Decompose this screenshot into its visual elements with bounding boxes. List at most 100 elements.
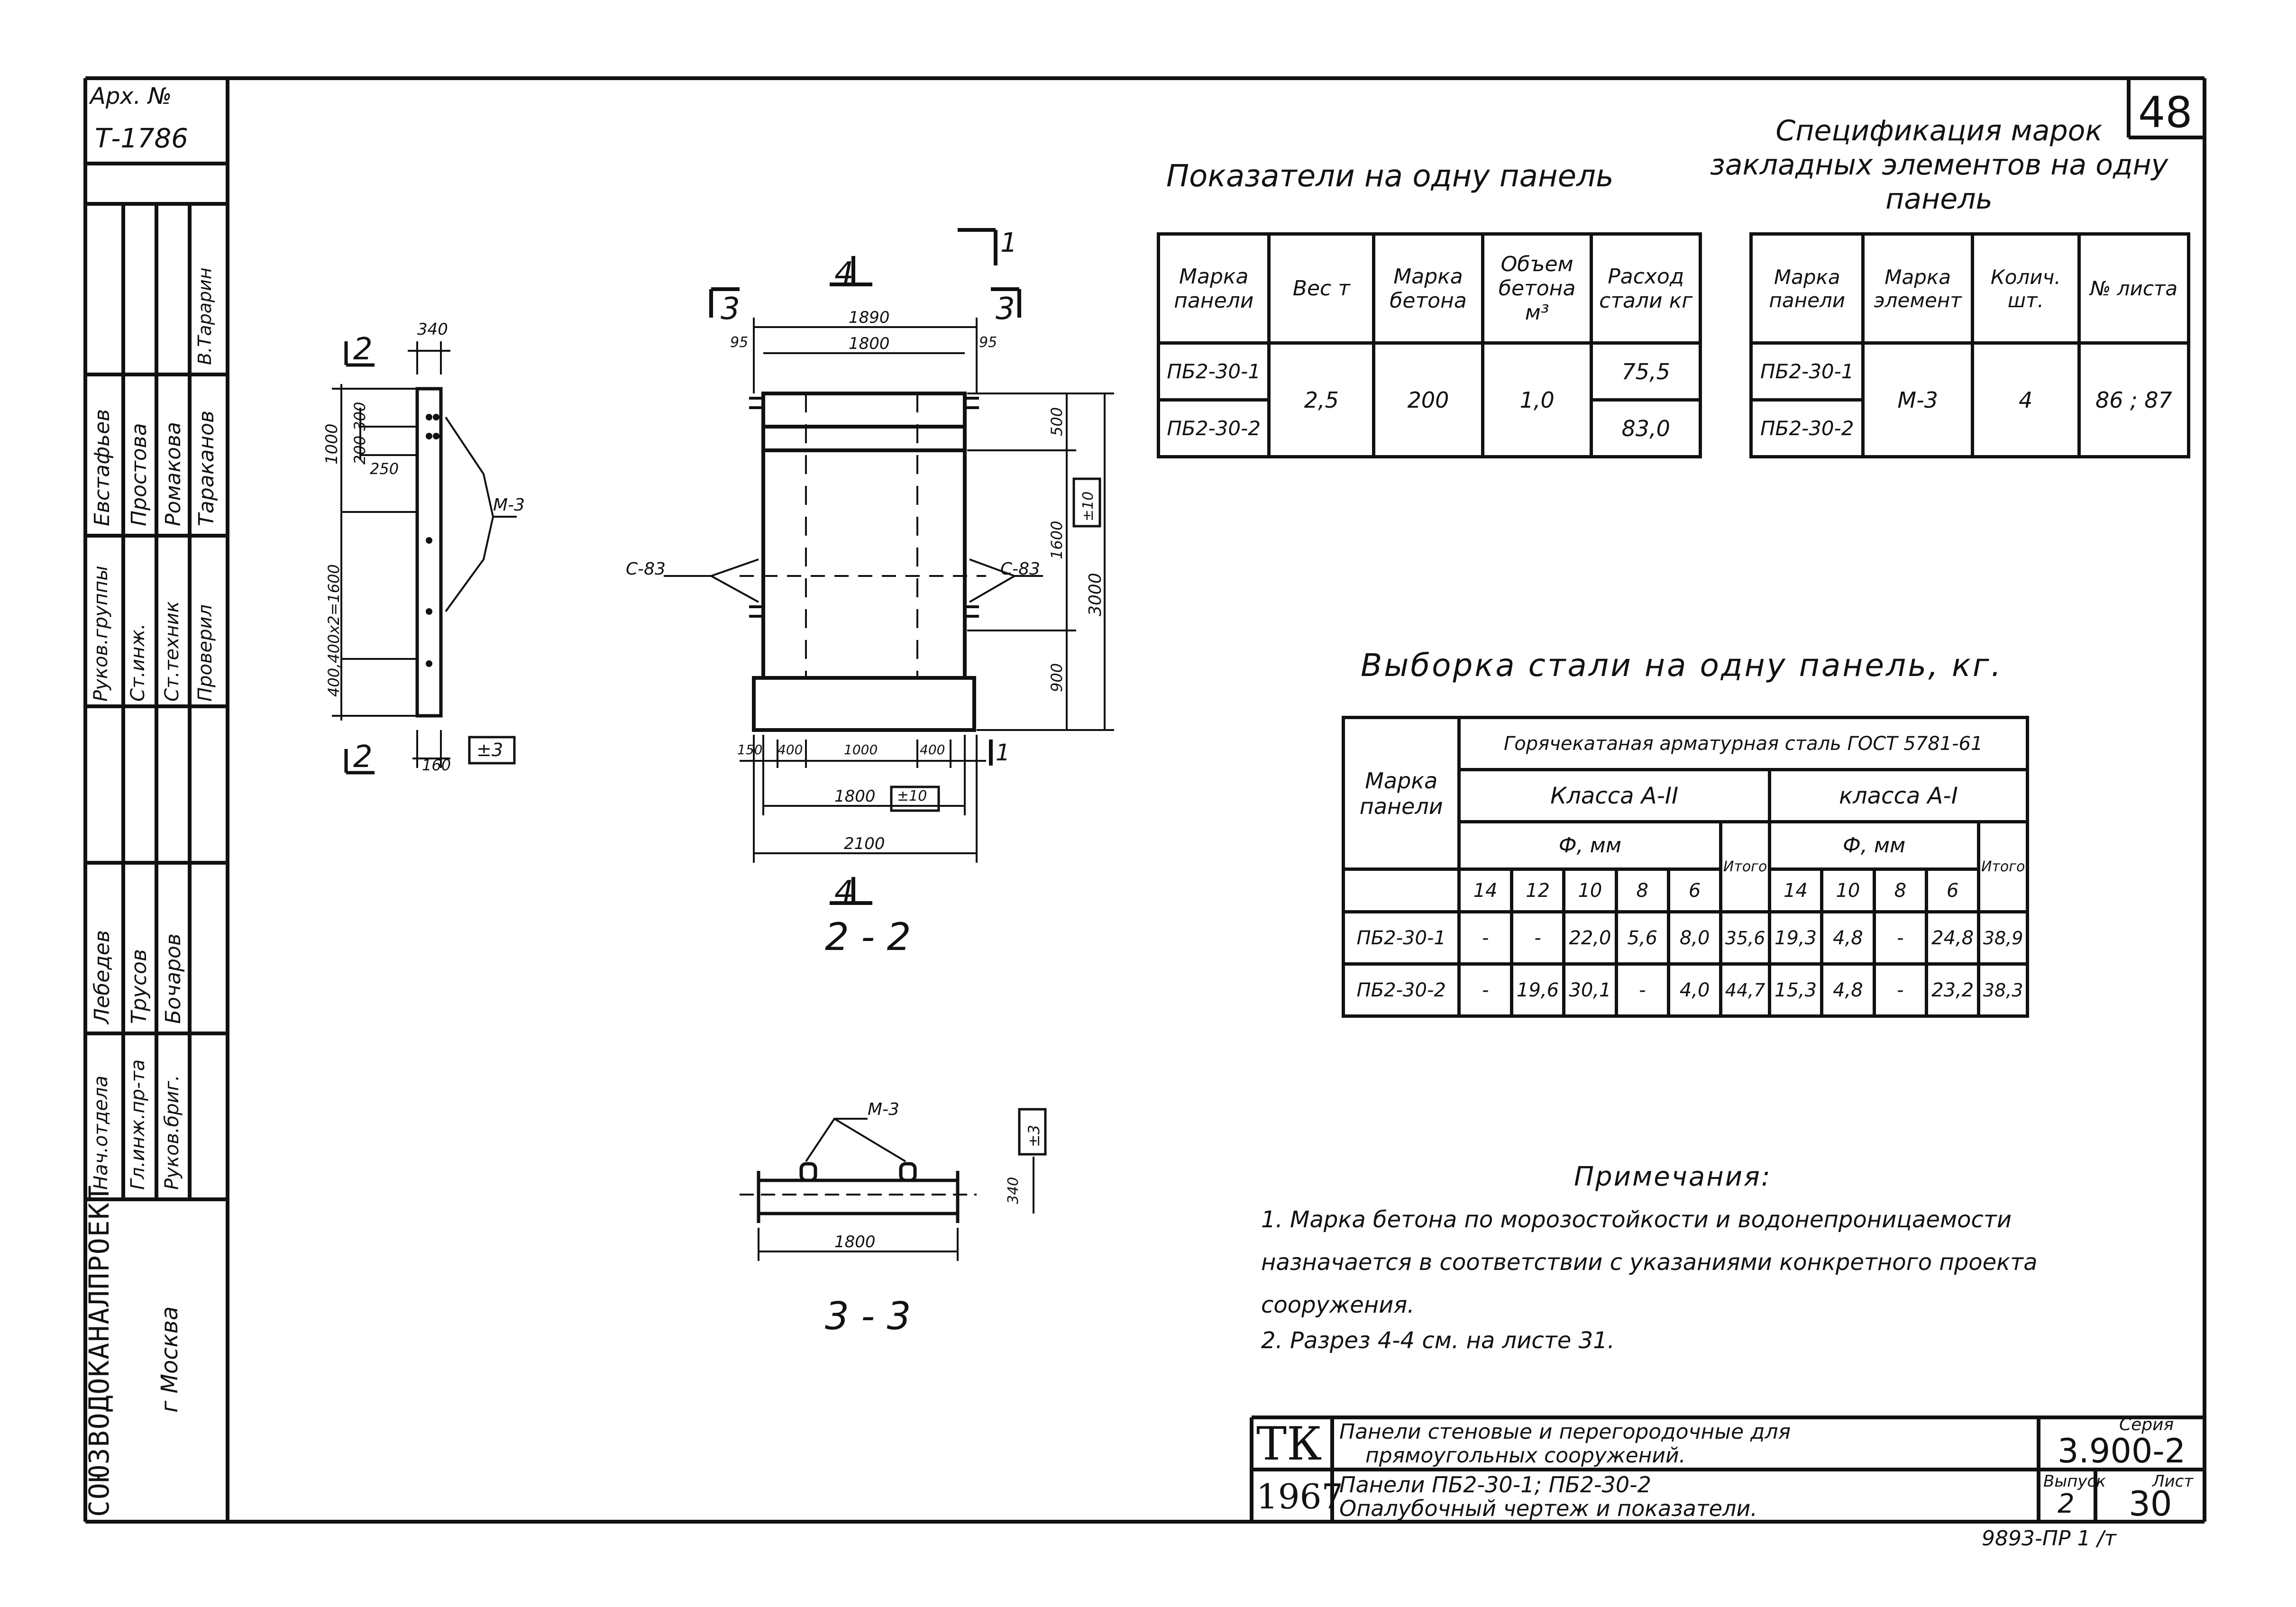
col-header: Объем бетона м³: [1481, 232, 1593, 345]
diameter-cell: 14: [1457, 867, 1513, 913]
note-line: назначается в соответствии с указаниями …: [1261, 1249, 2038, 1276]
table-cell: 1,0: [1481, 341, 1593, 458]
cut-mark-2: 2: [353, 332, 373, 367]
diameter-cell: 14: [1767, 867, 1824, 913]
table-cell: 15,3: [1767, 962, 1824, 1018]
series-label: Серия: [2119, 1415, 2174, 1434]
table-cell: 23,2: [1924, 962, 1981, 1018]
steel-selection-title: Выборка стали на одну панель, кг.: [1361, 647, 2003, 684]
role-label: Руков.бриг.: [161, 1075, 183, 1190]
signer-name: Трусов: [127, 949, 151, 1024]
tolerance-label: ±3: [476, 740, 503, 760]
section-3-3-title: 3 - 3: [825, 1294, 911, 1338]
dimension-label: 340: [417, 320, 448, 339]
table-cell: -: [1872, 910, 1928, 966]
table-cell: -: [1872, 962, 1928, 1018]
table-cell: 19,3: [1767, 910, 1824, 966]
total-header: Итого: [1719, 820, 1771, 913]
issue-label: Выпуск: [2043, 1472, 2106, 1491]
table-cell: 200: [1372, 341, 1484, 458]
issue-number: 2: [2058, 1488, 2075, 1519]
dimension-label: 200 300: [351, 402, 369, 465]
dimension-label: 1000: [322, 423, 341, 465]
table-cell: М-3: [1861, 341, 1974, 458]
signer-name: Бочаров: [161, 933, 185, 1024]
section-2-2-title: 2 - 2: [825, 915, 911, 959]
embedded-table: Марка панели Марка элемент Колич. шт. № …: [1749, 232, 2191, 458]
dimension-label: 1800: [849, 334, 890, 353]
table-cell: 22,0: [1562, 910, 1618, 966]
dimension-label: 95: [730, 334, 749, 351]
element-label: С-83: [626, 559, 666, 579]
dimension-label: 500: [1048, 407, 1066, 436]
diameter-cell: 8: [1872, 867, 1928, 913]
dimension-label: 1600: [1048, 520, 1066, 559]
table-cell: 30,1: [1562, 962, 1618, 1018]
table-cell: ПБ2-30-2: [1156, 398, 1271, 458]
table-cell: 75,5: [1590, 341, 1702, 402]
col-header: Колич. шт.: [1970, 232, 2081, 345]
diameter-cell: 6: [1666, 867, 1723, 913]
title-line-2: прямоугольных сооружений.: [1365, 1443, 1686, 1468]
cut-mark-3: 3: [996, 292, 1015, 327]
table-cell: 4,8: [1820, 962, 1876, 1018]
tk-logo: ТК: [1256, 1417, 1322, 1470]
diameter-cell: 6: [1924, 867, 1981, 913]
tolerance-label: ±10: [897, 788, 927, 804]
role-label: Нач.отдела: [90, 1075, 112, 1190]
element-label: С-83: [1000, 559, 1040, 579]
table-cell: 86 ; 87: [2077, 341, 2191, 458]
table-cell: 2,5: [1267, 341, 1376, 458]
table-cell: ПБ2-30-1: [1341, 910, 1461, 966]
table-cell: 35,6: [1719, 910, 1771, 966]
indicators-title: Показатели на одну панель: [1166, 159, 1614, 194]
title-line-1: Панели стеновые и перегородочные для: [1339, 1420, 1791, 1444]
col-header: Марка элемент: [1861, 232, 1974, 345]
dimension-label: 400: [778, 742, 803, 758]
tolerance-label: ±3: [1025, 1124, 1043, 1147]
organization-name: СОЮЗВОДОКАНАЛПРОЕКТ: [83, 1184, 115, 1517]
table-cell: ПБ2-30-1: [1156, 341, 1271, 402]
city-name: г Москва: [156, 1306, 183, 1413]
role-label: Ст.техник: [161, 601, 183, 702]
table-cell: 38,3: [1977, 962, 2029, 1018]
table-cell: -: [1509, 910, 1566, 966]
dimension-label: 400: [920, 742, 945, 758]
table-cell: 4: [1970, 341, 2081, 458]
table-cell: ПБ2-30-1: [1749, 341, 1865, 402]
dimension-label: 95: [979, 334, 997, 351]
diameter-header: Ф, мм: [1457, 820, 1723, 871]
table-cell: -: [1457, 910, 1513, 966]
class-header: класса А-I: [1767, 768, 2030, 823]
row-header: Марка панели: [1341, 716, 1461, 871]
col-header: Расход стали кг: [1590, 232, 1702, 345]
dimension-label: 250: [370, 460, 399, 478]
cut-mark-4: 4: [834, 875, 854, 910]
element-label: М-3: [868, 1100, 899, 1119]
table-cell: -: [1614, 962, 1670, 1018]
class-header: Класса А-II: [1457, 768, 1771, 823]
table-cell: 19,6: [1509, 962, 1566, 1018]
dimension-label: 2100: [844, 834, 885, 853]
element-label: М-3: [493, 495, 525, 515]
dimension-label: 340: [1005, 1177, 1022, 1204]
role-label: Ст.инж.: [127, 623, 149, 702]
table-cell: 4,0: [1666, 962, 1723, 1018]
notes-title: Примечания:: [1574, 1161, 1772, 1192]
dimension-label: 900: [1048, 663, 1066, 692]
cut-mark-1: 1: [996, 740, 1010, 766]
dimension-label: 150: [737, 742, 763, 758]
title-line-4: Опалубочный чертеж и показатели.: [1339, 1496, 1757, 1521]
col-header: Марка бетона: [1372, 232, 1484, 345]
table-cell: 44,7: [1719, 962, 1771, 1018]
col-header: № листа: [2077, 232, 2191, 345]
dimension-label: 1800: [834, 787, 876, 806]
table-cell: ПБ2-30-2: [1341, 962, 1461, 1018]
table-cell: 4,8: [1820, 910, 1876, 966]
diameter-cell: 8: [1614, 867, 1670, 913]
archive-number: Т-1786: [95, 123, 188, 154]
diameter-cell: 12: [1509, 867, 1566, 913]
table-cell: 8,0: [1666, 910, 1723, 966]
role-label: Гл.инж.пр-та: [127, 1059, 149, 1190]
